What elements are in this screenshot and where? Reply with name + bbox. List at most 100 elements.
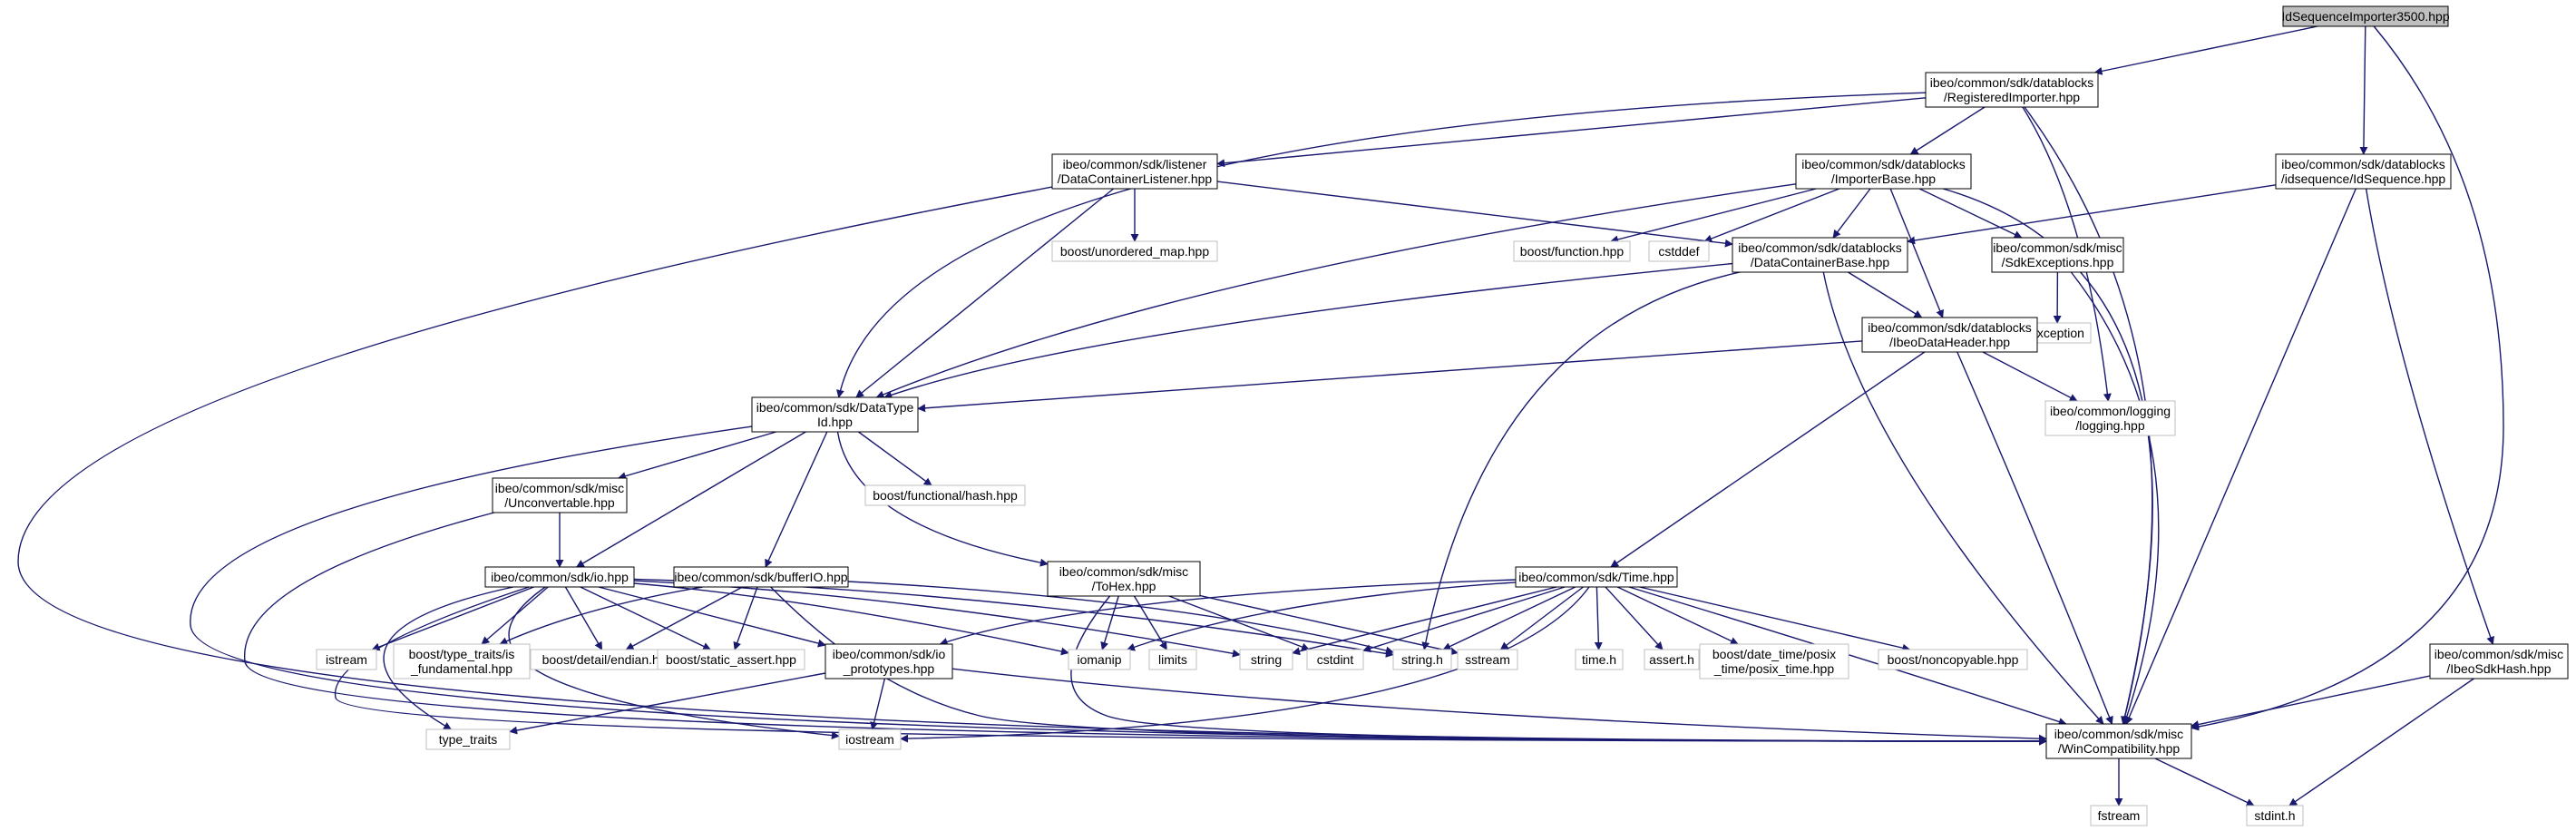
- node-ioproto[interactable]: ibeo/common/sdk/io_prototypes.hpp: [825, 643, 953, 679]
- edge-uncon-to-wincompat: [244, 512, 2047, 746]
- node-label-line: boost/type_traits/is: [409, 647, 515, 661]
- node-box: [657, 649, 805, 670]
- edge-ioproto-to-typetraits: [509, 672, 826, 735]
- node-stdinth: stdint.h: [2246, 805, 2304, 826]
- node-limits: limits: [1148, 649, 1197, 670]
- edge-time-to-noncopy: [1639, 586, 1911, 652]
- node-label-line: limits: [1158, 652, 1187, 667]
- node-label-line: ibeo/common/sdk/datablocks: [1868, 320, 2032, 335]
- node-box: [1051, 240, 1218, 262]
- edge-idseq-to-dcb: [1907, 184, 2277, 245]
- node-label-line: boost/function.hpp: [1520, 244, 1625, 259]
- node-label-line: boost/functional/hash.hpp: [873, 488, 1018, 503]
- node-label-line: /SdkExceptions.hpp: [2002, 255, 2114, 269]
- edge-dcb-to-dtid: [883, 262, 1733, 399]
- edge-time-to-iostream: [900, 586, 1590, 743]
- node-asserth: assert.h: [1644, 649, 1700, 670]
- node-isfund: boost/type_traits/is_fundamental.hpp: [393, 643, 531, 679]
- node-regimp[interactable]: ibeo/common/sdk/datablocks/RegisteredImp…: [1925, 72, 2099, 108]
- node-timeh: time.h: [1575, 649, 1624, 670]
- node-label-line: Id.hpp: [817, 415, 853, 429]
- edge-ioproto-to-wincompat: [951, 668, 2047, 743]
- node-tohex[interactable]: ibeo/common/sdk/misc/ToHex.hpp: [1047, 561, 1201, 597]
- node-sdkexc[interactable]: ibeo/common/sdk/misc/SdkExceptions.hpp: [1991, 237, 2124, 273]
- node-box: [2090, 805, 2148, 826]
- node-dcl[interactable]: ibeo/common/sdk/listener/DataContainerLi…: [1051, 153, 1218, 190]
- node-label-line: stdint.h: [2254, 808, 2295, 823]
- edge-regimp-to-dcl: [1216, 97, 1927, 168]
- edge-dcl-to-wincompat: [17, 186, 2047, 746]
- edge-root-to-wincompat: [2191, 25, 2504, 731]
- node-box: [1515, 566, 1678, 588]
- node-label-line: time.h: [1582, 652, 1616, 667]
- node-box: [1925, 72, 2099, 108]
- node-label-line: ibeo/common/sdk/DataType: [756, 400, 914, 415]
- node-wincompat[interactable]: ibeo/common/sdk/misc/WinCompatibility.hp…: [2045, 723, 2192, 759]
- node-sdkhash[interactable]: ibeo/common/sdk/misc/IbeoSdkHash.hpp: [2429, 643, 2569, 679]
- node-uncon[interactable]: ibeo/common/sdk/misc/Unconvertable.hpp: [492, 477, 628, 513]
- edge-io-to-stringh: [633, 578, 1394, 658]
- node-ibeohdr[interactable]: ibeo/common/sdk/datablocks/IbeoDataHeade…: [1861, 317, 2038, 353]
- node-label-line: IdSequenceImporter3500.hpp: [2281, 9, 2449, 24]
- edge-tohex-to-cstdint: [1168, 595, 1311, 651]
- edge-dcb-to-ibeohdr: [1848, 271, 1923, 318]
- edge-ibeohdr-to-wincompat: [1956, 351, 2113, 725]
- edge-io-to-ioproto: [598, 586, 826, 648]
- edge-time-to-stringh: [1442, 586, 1576, 650]
- node-box: [2044, 400, 2176, 436]
- edge-dtid-to-io: [575, 431, 806, 568]
- edge-ibeohdr-to-dtid: [917, 340, 1863, 413]
- edge-dtid-to-wincompat: [190, 425, 2047, 746]
- edge-dtid-to-bfhash: [857, 431, 932, 486]
- node-label-line: ibeo/common/sdk/io: [833, 647, 946, 661]
- node-label-line: /IbeoSdkHash.hpp: [2446, 661, 2551, 676]
- edge-time-to-ioproto: [939, 579, 1517, 646]
- node-label-line: ibeo/common/sdk/misc: [2435, 647, 2563, 661]
- node-root[interactable]: IdSequenceImporter3500.hpp: [2281, 5, 2450, 27]
- node-idseq[interactable]: ibeo/common/sdk/datablocks/idsequence/Id…: [2275, 153, 2452, 190]
- edge-time-to-sstream: [1499, 586, 1584, 650]
- edge-io-to-iostream: [508, 586, 840, 740]
- node-box: [1306, 649, 1364, 670]
- node-box: [751, 396, 919, 433]
- node-label-line: ibeo/common/sdk/Time.hpp: [1518, 570, 1674, 584]
- node-box: [864, 484, 1026, 506]
- edge-impbase-to-sdkexc: [1918, 188, 2023, 239]
- edge-impbase-to-wincompat: [1942, 188, 2153, 725]
- node-box: [1148, 649, 1197, 670]
- node-dcb[interactable]: ibeo/common/sdk/datablocks/DataContainer…: [1732, 237, 1908, 273]
- edge-idseq-to-sdkhash: [2365, 188, 2494, 645]
- node-label-line: ibeo/common/sdk/listener: [1063, 157, 1207, 171]
- node-iomanip: iomanip: [1068, 649, 1131, 670]
- edge-bufio-to-stringh: [847, 581, 1394, 655]
- node-box: [1068, 649, 1131, 670]
- node-exception: exception: [2023, 322, 2092, 344]
- node-label-line: sstream: [1465, 652, 1510, 667]
- node-label-line: cstddef: [1658, 244, 1699, 259]
- edge-time-to-wincompat: [1628, 586, 2067, 726]
- node-label-line: string.h: [1401, 652, 1443, 667]
- edge-dcb-to-wincompat: [1822, 271, 2104, 725]
- edge-impbase-to-dtid: [875, 183, 1797, 399]
- node-label-line: boost/detail/endian.hpp: [542, 652, 674, 667]
- edge-impbase-to-bfunc: [1610, 188, 1817, 244]
- edge-dcl-to-dcb: [1216, 181, 1733, 248]
- edge-tohex-to-iomanip: [1100, 595, 1119, 650]
- node-impbase[interactable]: ibeo/common/sdk/datablocks/ImporterBase.…: [1795, 153, 1972, 190]
- edge-impbase-to-cstddef: [1703, 188, 1840, 243]
- edge-time-to-string: [1292, 586, 1557, 656]
- node-cstddef: cstddef: [1648, 240, 1710, 262]
- edge-sdkexc-to-wincompat: [2070, 271, 2160, 725]
- node-time[interactable]: ibeo/common/sdk/Time.hpp: [1515, 566, 1678, 588]
- edge-io-to-istream: [371, 586, 534, 651]
- edge-tohex-to-sstream: [1199, 594, 1459, 656]
- edge-ibeohdr-to-time: [1610, 351, 1926, 568]
- node-box: [1513, 240, 1631, 262]
- node-io[interactable]: ibeo/common/sdk/io.hpp: [484, 566, 635, 588]
- node-label-line: assert.h: [1649, 652, 1694, 667]
- node-bufio[interactable]: ibeo/common/sdk/bufferIO.hpp: [673, 566, 849, 588]
- node-label-line: ibeo/common/sdk/datablocks: [2281, 157, 2445, 171]
- edge-time-to-cstdint: [1362, 586, 1566, 653]
